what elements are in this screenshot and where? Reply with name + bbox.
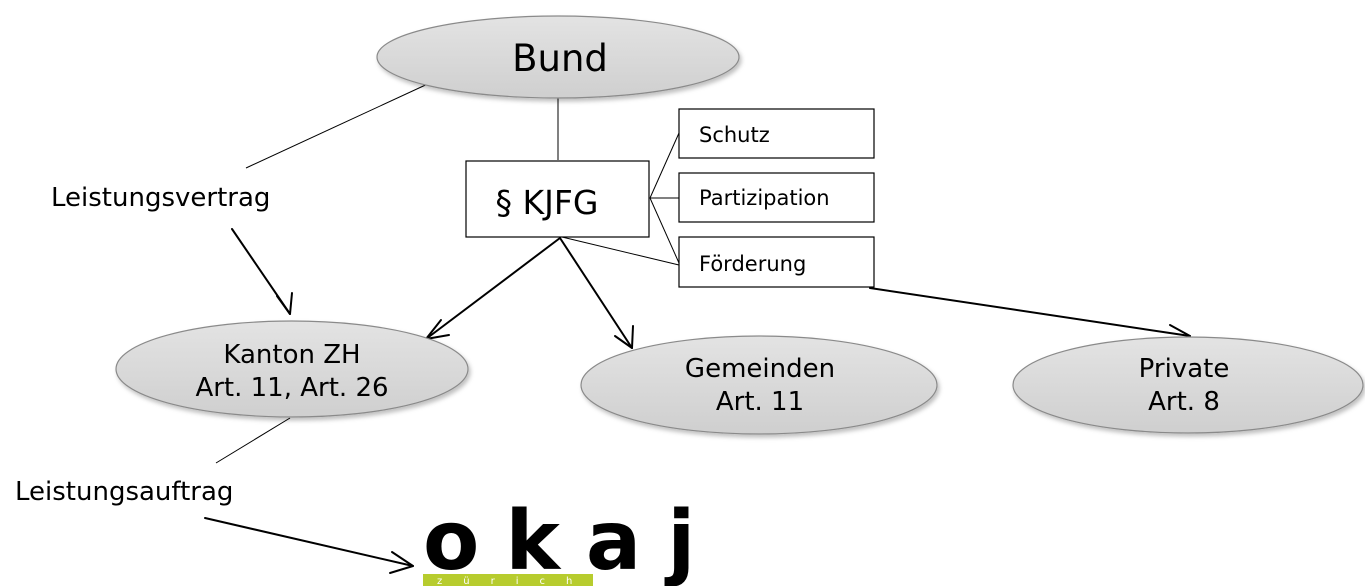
okaj-logo: okaj zürich [423, 494, 721, 586]
node-gemeinden: Gemeinden Art. 11 [580, 335, 938, 435]
node-bund: Bund [376, 15, 740, 99]
arrow-leistungsauftrag-to-logo [204, 517, 414, 574]
okaj-subtitle: zürich [437, 576, 593, 586]
kanton-label-line1: Kanton ZH [223, 340, 360, 370]
kjfg-to-foerderung-line [649, 197, 680, 264]
arrow-foerderung-to-private [869, 287, 1191, 346]
kjfg-label: § KJFG [496, 183, 599, 222]
arrow-leistungsvertrag-to-kanton [231, 228, 293, 315]
node-kanton-zh: Kanton ZH Art. 11, Art. 26 [115, 320, 469, 418]
node-kjfg: § KJFG [465, 160, 650, 238]
okaj-wordmark: okaj [423, 494, 721, 586]
kanton-label-line2: Art. 11, Art. 26 [195, 373, 388, 403]
node-private: Private Art. 8 [1012, 336, 1364, 434]
arrow-kjfg-to-kanton [425, 237, 561, 340]
gemeinden-label-line1: Gemeinden [685, 354, 835, 384]
okaj-accent-bar [423, 574, 593, 586]
leistungsvertrag-label: Leistungsvertrag [51, 183, 270, 213]
foerderung-label: Förderung [699, 252, 806, 276]
pillar-foerderung: Förderung [678, 236, 875, 288]
kjfg-to-foerderung-bottom-line [561, 236, 680, 266]
gemeinden-label-line2: Art. 11 [716, 387, 804, 417]
private-label-line1: Private [1139, 354, 1230, 384]
arrow-kjfg-to-gemeinden [559, 237, 634, 349]
partizipation-label: Partizipation [699, 186, 830, 210]
private-label-line2: Art. 8 [1148, 387, 1220, 417]
leistungsauftrag-label: Leistungsauftrag [15, 477, 233, 507]
kjfg-to-schutz-line [649, 132, 680, 199]
pillar-schutz: Schutz [678, 108, 875, 159]
bund-to-leistungsvertrag-line [245, 81, 433, 169]
schutz-label: Schutz [699, 123, 770, 147]
pillar-partizipation: Partizipation [678, 172, 875, 223]
kanton-to-leistungsauftrag-line [215, 417, 291, 464]
bund-label: Bund [512, 37, 608, 80]
